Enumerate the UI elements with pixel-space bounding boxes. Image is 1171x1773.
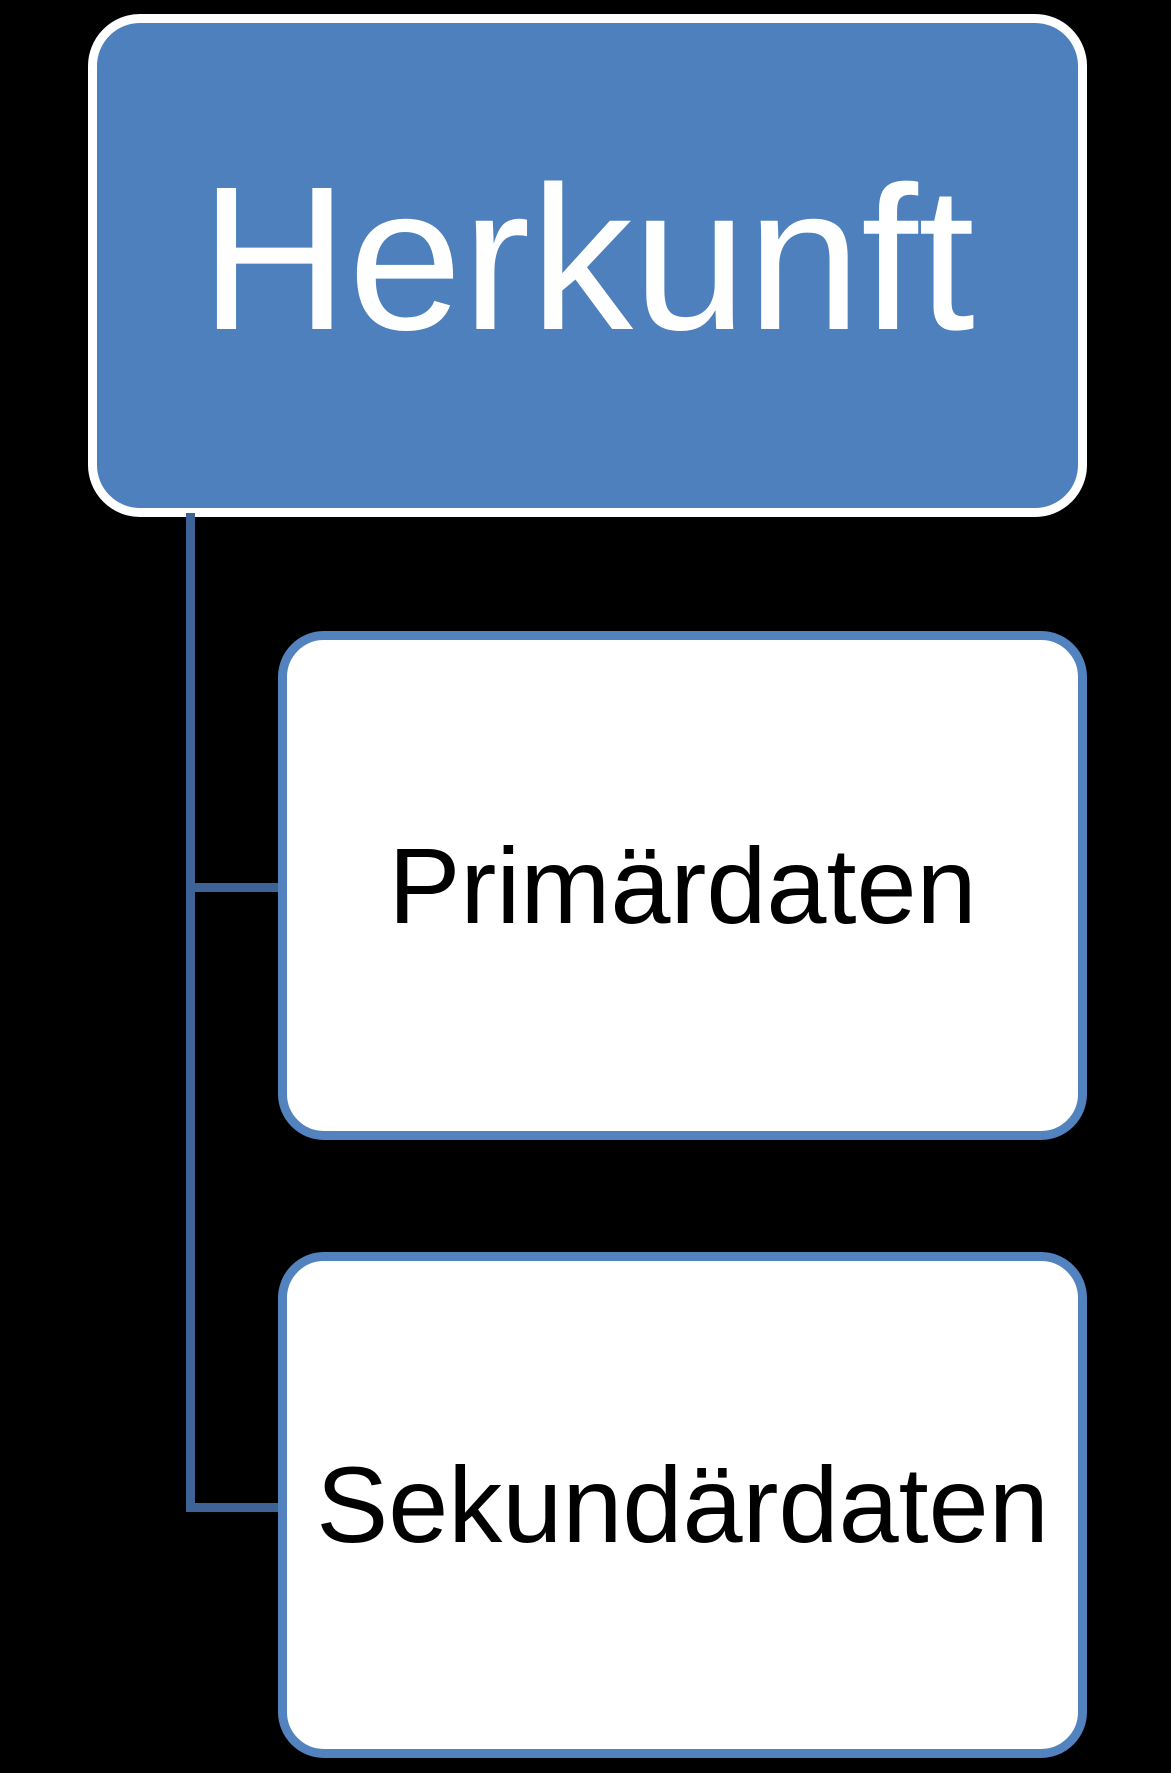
child-node-primaerdaten: Primärdaten — [278, 631, 1087, 1140]
child-node-sekundaerdaten: Sekundärdaten — [278, 1252, 1087, 1758]
child-node-sekundaerdaten-label: Sekundärdaten — [316, 1444, 1049, 1565]
connector-branch-sekundaerdaten — [186, 1503, 287, 1512]
child-node-primaerdaten-label: Primärdaten — [388, 824, 977, 946]
connector-branch-primaerdaten — [186, 883, 287, 892]
connector-trunk-line — [186, 513, 195, 1512]
root-node-label: Herkunft — [200, 144, 975, 373]
root-node-herkunft: Herkunft — [88, 14, 1087, 517]
